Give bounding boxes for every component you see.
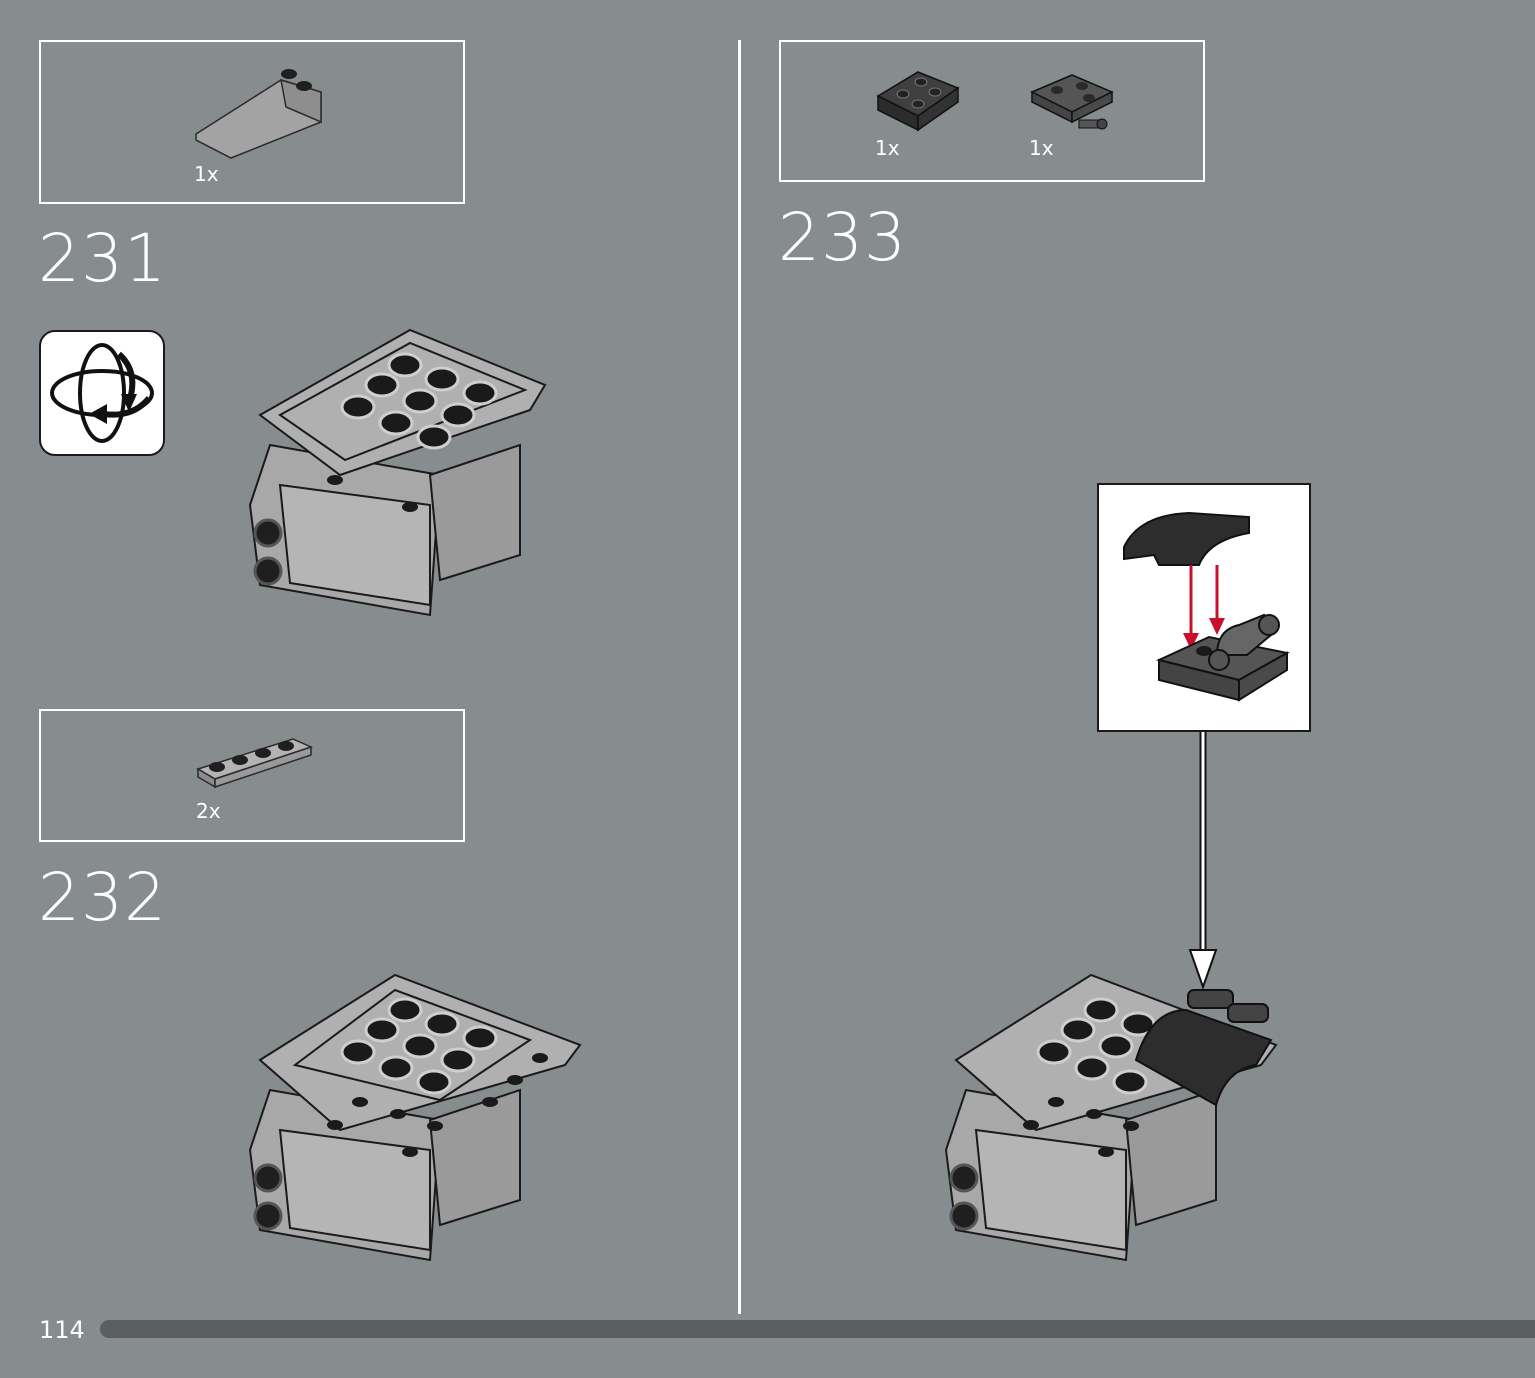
rotate-model-icon	[39, 330, 165, 456]
column-divider	[738, 40, 741, 1314]
step-number: 231	[38, 220, 167, 297]
parts-box-step-232: 2x	[39, 709, 465, 842]
assembly-model-step-231	[248, 328, 547, 617]
part-quantity: 1x	[875, 136, 900, 160]
sub-assembly-callout	[1097, 483, 1311, 732]
part-quantity: 2x	[196, 799, 221, 823]
step-number: 233	[778, 199, 907, 276]
curved-slope-part-icon	[876, 71, 960, 132]
step-number: 232	[38, 859, 167, 936]
plate-pin-holder-part-icon	[1030, 74, 1114, 130]
parts-box-step-233: 1x 1x	[779, 40, 1205, 182]
parts-box-step-231: 1x	[39, 40, 465, 204]
page-progress-bar	[100, 1320, 1535, 1338]
part-quantity: 1x	[1029, 136, 1054, 160]
part-quantity: 1x	[194, 162, 219, 186]
plate-1x4-part-icon	[196, 738, 314, 789]
assembly-model-step-232	[248, 973, 582, 1262]
wedge-slope-part-icon	[195, 69, 322, 159]
assembly-model-step-233	[944, 973, 1278, 1262]
callout-pointer-arrow	[1188, 732, 1218, 991]
page-number: 114	[39, 1316, 85, 1344]
